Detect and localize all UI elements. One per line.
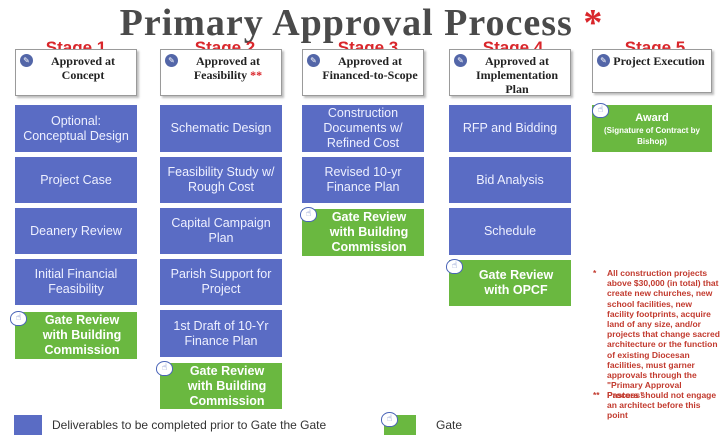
- deliverable-card: Initial Financial Feasibility: [15, 259, 137, 305]
- stage-3-approval: Approved at Financed-to-Scope: [322, 54, 418, 82]
- thumbs-up-icon: ☝: [156, 361, 173, 376]
- gate-card: Gate Review with Building Commission: [160, 363, 282, 409]
- gate-card: Gate Review with Building Commission: [15, 312, 137, 359]
- stage-3-approval-box: ✎ Approved at Financed-to-Scope: [302, 49, 424, 96]
- footnote-text: All construction projects above $30,000 …: [607, 268, 720, 401]
- deliverable-card: Schematic Design: [160, 105, 282, 152]
- deliverable-card: Project Case: [15, 157, 137, 203]
- stage-1-approval-box: ✎ Approved at Concept: [15, 49, 137, 96]
- deliverable-card: Construction Documents w/ Refined Cost: [302, 105, 424, 152]
- legend-deliverables-swatch: [14, 415, 42, 435]
- page-title: Primary Approval Process *: [0, 0, 723, 46]
- footnote-marker: **: [593, 390, 600, 400]
- deliverable-card: Schedule: [449, 208, 571, 255]
- stage-4-approval-box: ✎ Approved at Implementation Plan: [449, 49, 571, 96]
- stage-5-approval: Project Execution: [613, 54, 705, 68]
- deliverable-card: Optional: Conceptual Design: [15, 105, 137, 152]
- thumbs-up-icon: ☝: [446, 259, 463, 274]
- footnote-marker: *: [593, 268, 597, 278]
- deliverable-card: Deanery Review: [15, 208, 137, 254]
- footnote-architect: ** Pastors should not engage an architec…: [593, 390, 721, 421]
- stage-2-approval-box: ✎ Approved at Feasibility **: [160, 49, 282, 96]
- architect-note-marker: **: [250, 68, 263, 82]
- deliverable-card: RFP and Bidding: [449, 105, 571, 152]
- award-title: Award: [635, 111, 669, 124]
- thumbs-up-icon: ☝: [592, 103, 609, 118]
- deliverable-card: Revised 10-yr Finance Plan: [302, 157, 424, 203]
- clipboard-icon: ✎: [307, 54, 320, 67]
- gate-card: Gate Review with OPCF: [449, 260, 571, 306]
- thumbs-up-icon: ☝: [300, 207, 317, 222]
- deliverable-card: Bid Analysis: [449, 157, 571, 203]
- legend-deliverables-label: Deliverables to be completed prior to Ga…: [52, 418, 327, 432]
- clipboard-icon: ✎: [165, 54, 178, 67]
- stage-4-approval: Approved at Implementation Plan: [476, 54, 558, 96]
- stage-1-approval: Approved at Concept: [50, 54, 116, 82]
- clipboard-icon: ✎: [454, 54, 467, 67]
- deliverable-card: 1st Draft of 10-Yr Finance Plan: [160, 310, 282, 357]
- stage-5-approval-box: ✎ Project Execution: [592, 49, 712, 93]
- deliverable-card: Capital Campaign Plan: [160, 208, 282, 254]
- legend-gate-label: Gate: [436, 418, 463, 432]
- clipboard-icon: ✎: [20, 54, 33, 67]
- gate-card: Gate Review with Building Commission: [302, 209, 424, 256]
- thumbs-up-icon: ☝: [381, 412, 398, 427]
- gate-card-award: Award (Signature of Contract by Bishop): [592, 105, 712, 152]
- footnote-text: Pastors should not engage an architect b…: [607, 390, 717, 421]
- deliverable-card: Feasibility Study w/ Rough Cost: [160, 157, 282, 203]
- thumbs-up-icon: ☝: [10, 311, 27, 326]
- stage-2-approval: Approved at Feasibility: [193, 54, 261, 82]
- deliverable-card: Parish Support for Project: [160, 259, 282, 305]
- clipboard-icon: ✎: [597, 54, 610, 67]
- title-asterisk: *: [583, 2, 604, 44]
- award-subtitle: (Signature of Contract by Bishop): [603, 125, 700, 146]
- title-text: Primary Approval Process: [119, 2, 573, 44]
- footnote-construction: * All construction projects above $30,00…: [593, 268, 721, 401]
